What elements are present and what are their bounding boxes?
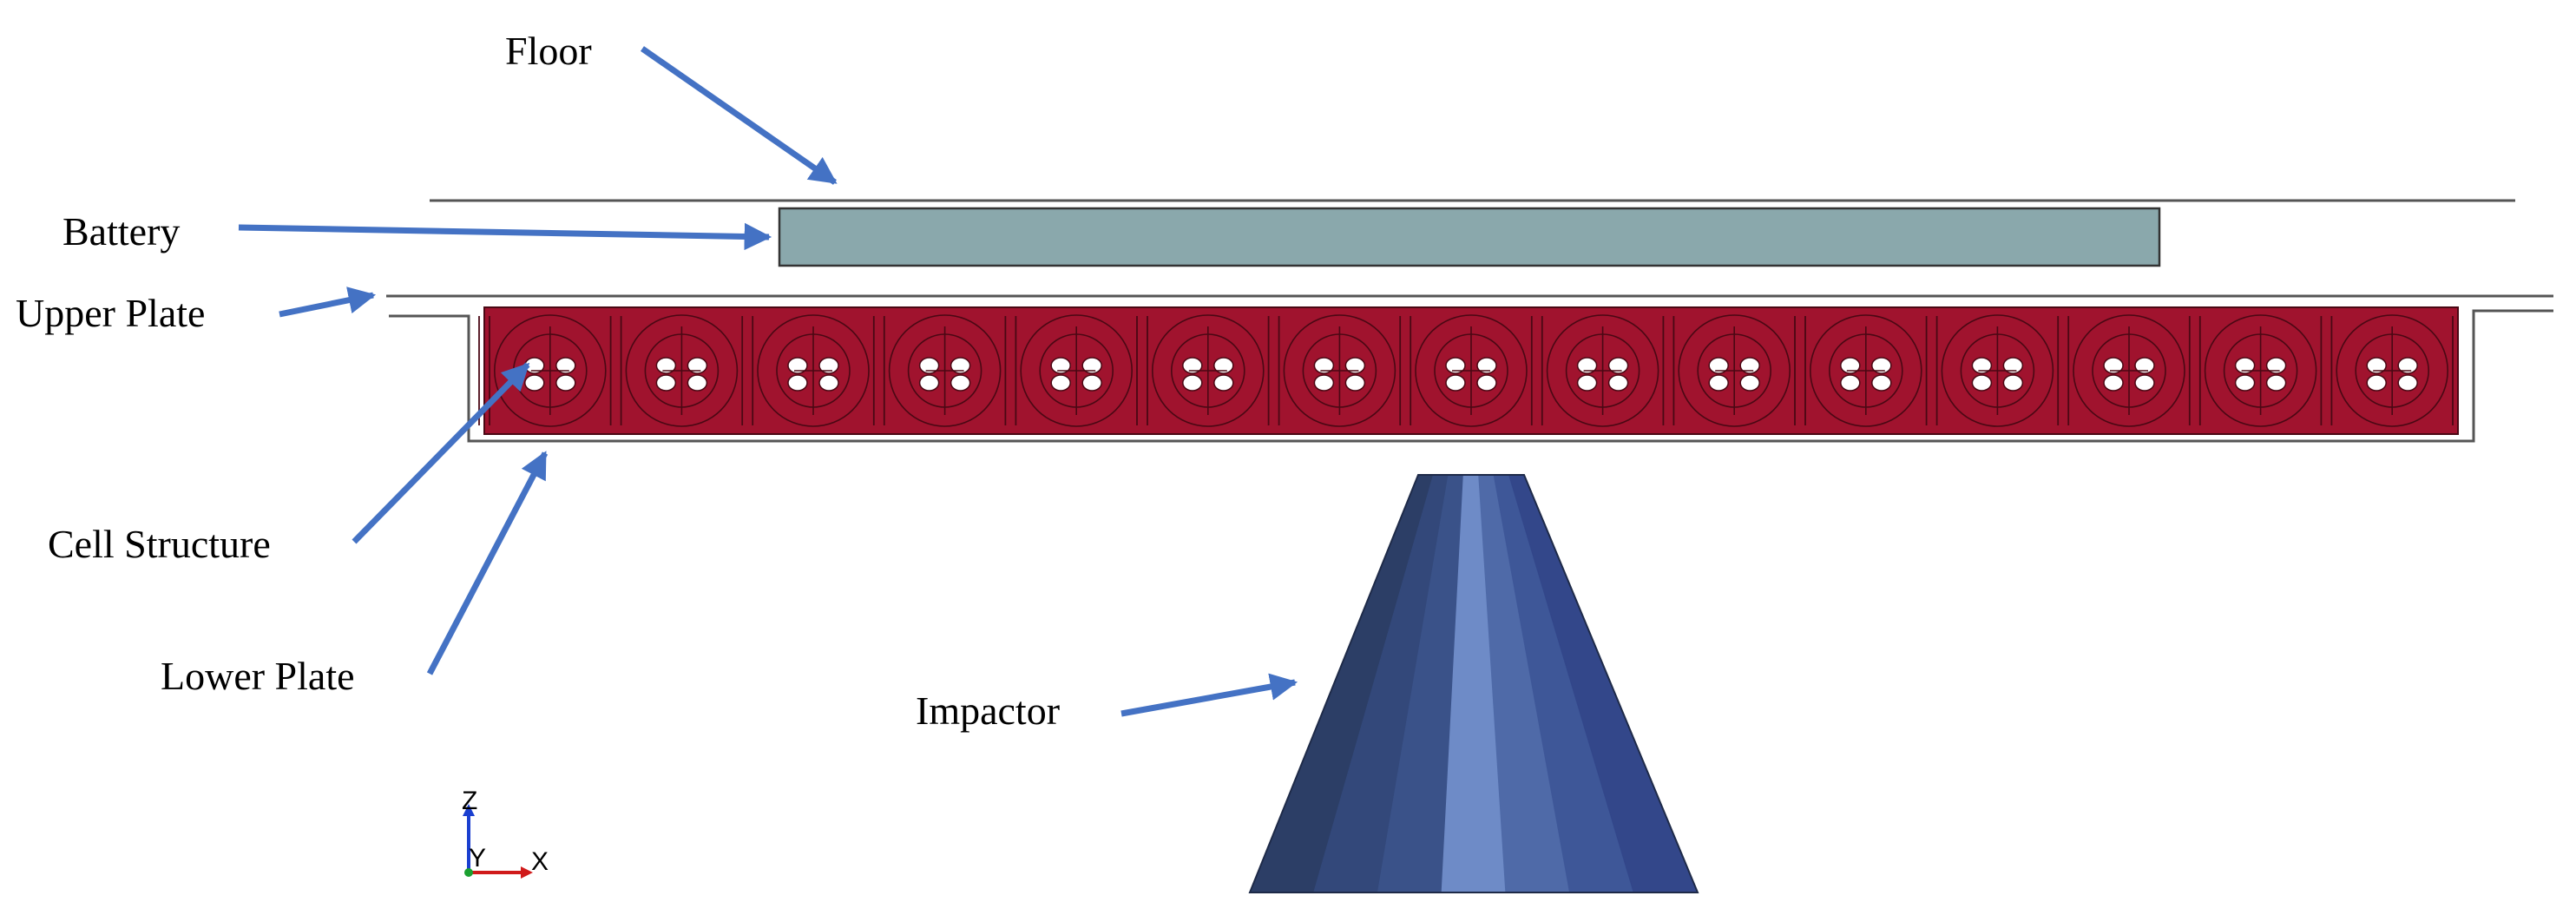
battery-block xyxy=(778,207,2161,267)
battery-label: Battery xyxy=(62,209,180,254)
unit-cell xyxy=(1794,314,1922,427)
cell-structure xyxy=(478,306,2459,435)
lower-plate-arrow xyxy=(426,451,549,675)
upper-plate-arrow xyxy=(279,286,377,318)
axis-x-label: X xyxy=(531,847,549,876)
unit-cell xyxy=(609,314,739,427)
cell-structure-arrow xyxy=(352,362,530,544)
unit-cell xyxy=(1267,314,1396,427)
floor-arrow xyxy=(641,46,838,185)
unit-cell xyxy=(2320,314,2448,427)
lower-plate-tray xyxy=(389,309,2553,443)
battery-arrow xyxy=(238,222,772,251)
coordinate-triad: Z Y X xyxy=(462,787,549,879)
floor-label: Floor xyxy=(505,29,592,73)
lower-plate-label: Lower Plate xyxy=(161,654,355,698)
cell-structure-label: Cell Structure xyxy=(48,522,271,566)
impactor-label: Impactor xyxy=(916,688,1060,733)
unit-cell xyxy=(872,314,1002,427)
unit-cell xyxy=(1662,314,1791,427)
impactor-arrow xyxy=(1120,673,1298,717)
impactor xyxy=(1248,474,1699,893)
impactor-outline xyxy=(1248,474,1699,893)
unit-cell xyxy=(1925,314,2054,427)
upper-plate-label: Upper Plate xyxy=(16,291,205,335)
unit-cell xyxy=(1136,314,1265,427)
unit-cell xyxy=(1530,314,1659,427)
unit-cell xyxy=(2057,314,2185,427)
axis-y-label: Y xyxy=(469,844,486,873)
unit-cell xyxy=(478,314,607,427)
unit-cell xyxy=(1004,314,1133,427)
axis-z-label: Z xyxy=(462,787,477,815)
unit-cell xyxy=(2188,314,2317,427)
unit-cell xyxy=(1399,314,1528,427)
unit-cell xyxy=(741,314,870,427)
